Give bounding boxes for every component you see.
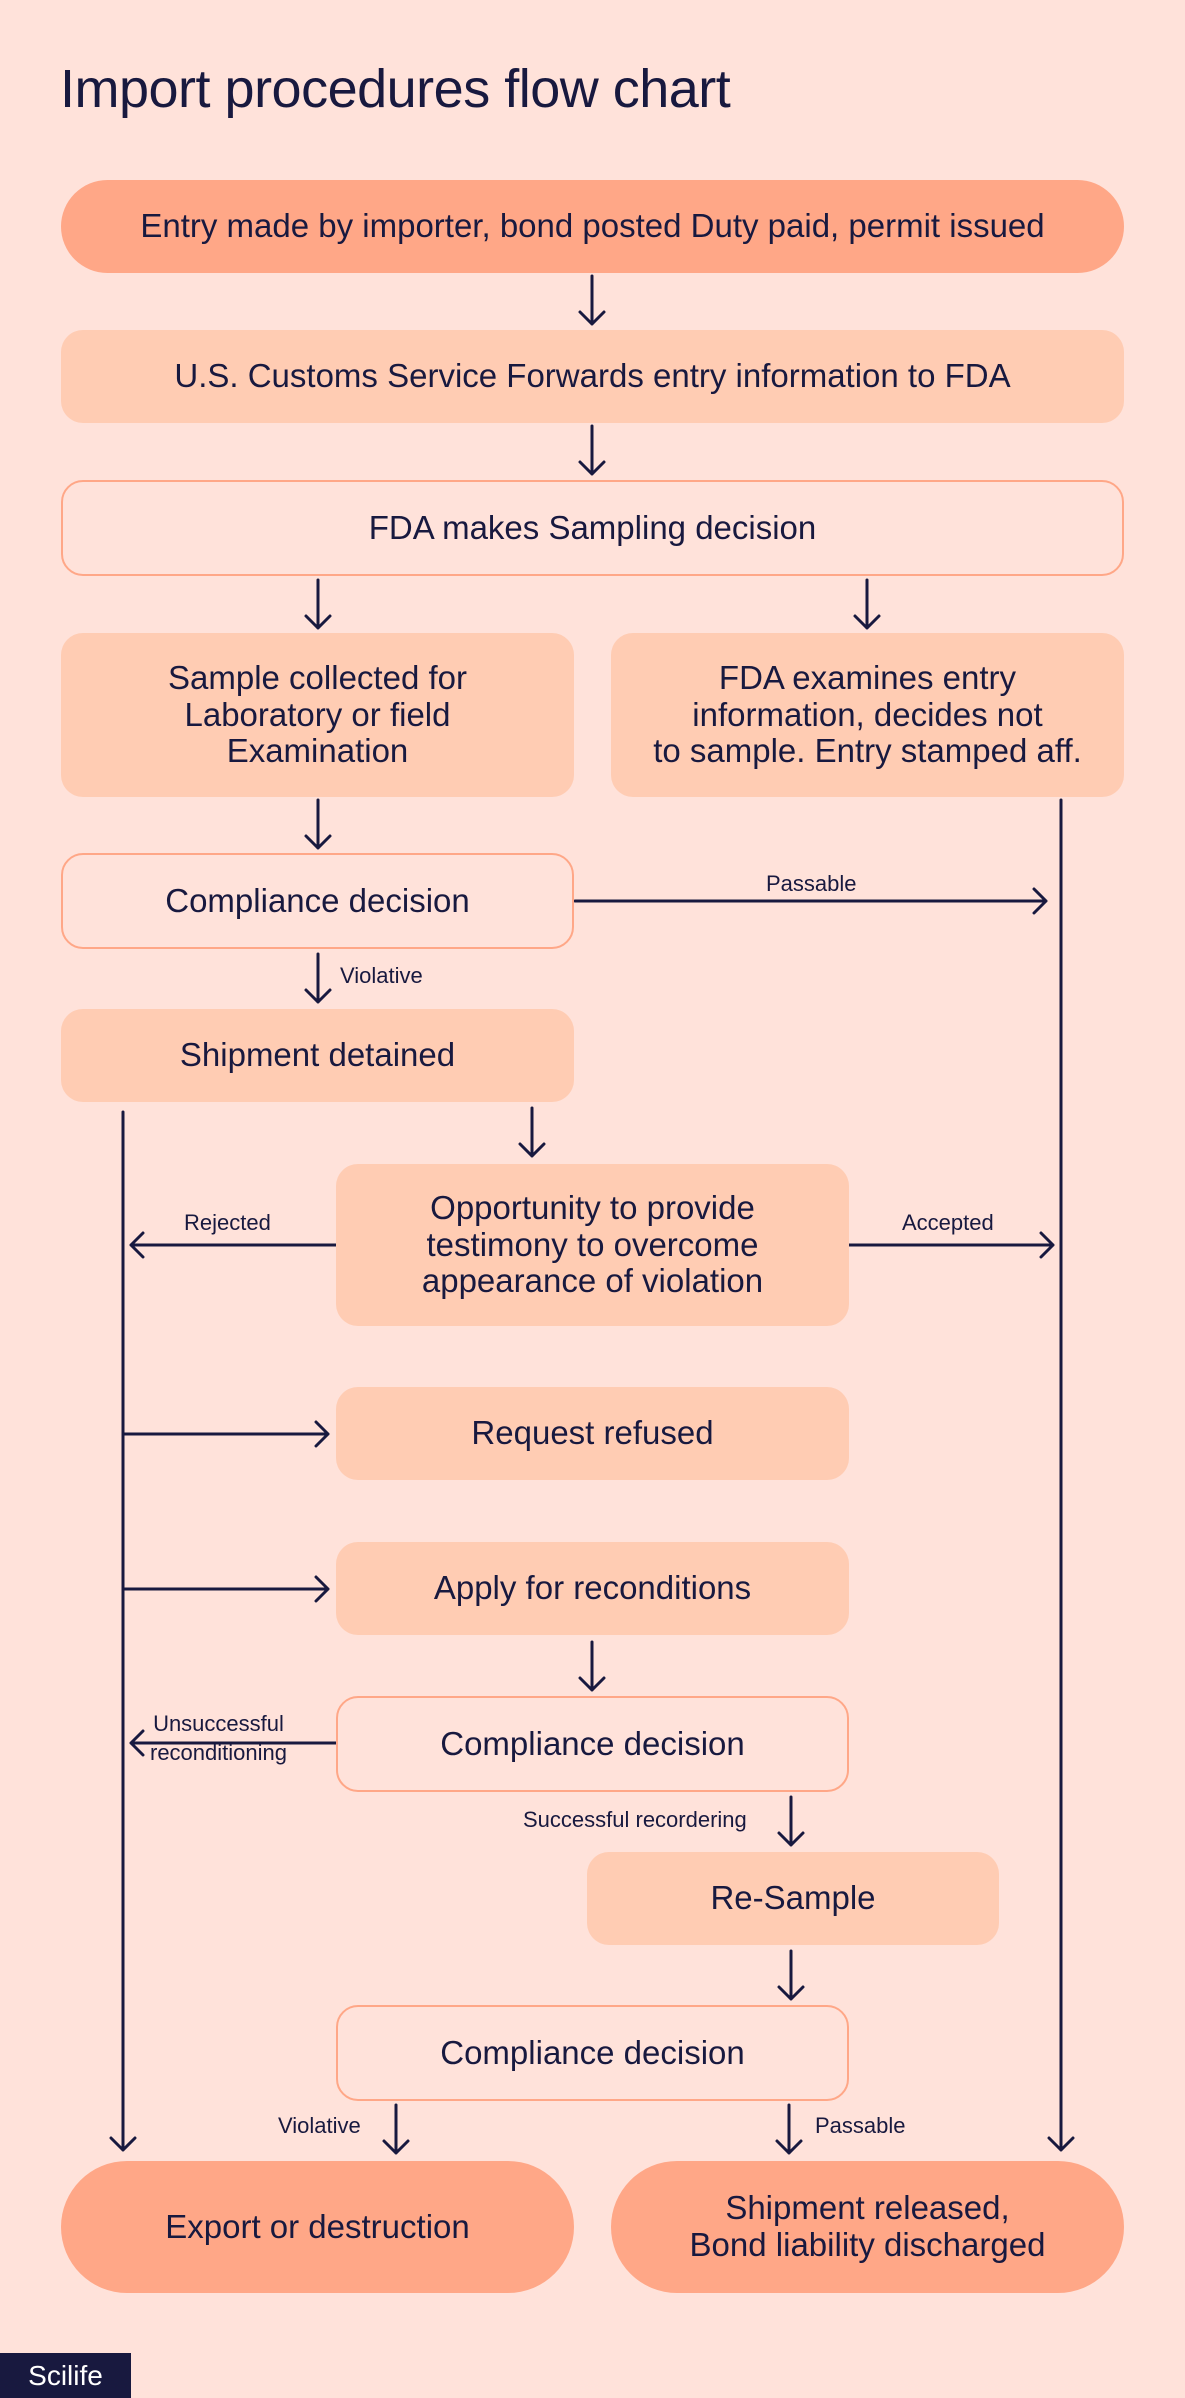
node-request-refused-label: Request refused bbox=[471, 1414, 714, 1452]
node-compliance-2-label: Compliance decision bbox=[440, 1724, 745, 1762]
node-fda-examines-label: FDA examines entry information, decides … bbox=[653, 658, 1082, 770]
node-compliance-3-label: Compliance decision bbox=[440, 2033, 745, 2071]
arrow-sampling-examine bbox=[853, 578, 881, 630]
arrow-sampling-sample bbox=[304, 578, 332, 630]
edge-label-unsuccessful: Unsuccessful reconditioning bbox=[150, 1711, 287, 1765]
edge-label-violative-1: Violative bbox=[340, 963, 423, 988]
arrow-passable-1 bbox=[573, 887, 1048, 915]
arrow-apply-compliance2 bbox=[578, 1640, 606, 1692]
node-sampling-decision-label: FDA makes Sampling decision bbox=[368, 508, 817, 546]
node-customs-label: U.S. Customs Service Forwards entry info… bbox=[174, 357, 1011, 395]
node-resample-label: Re-Sample bbox=[710, 1879, 876, 1917]
brand-logo: Scilife bbox=[0, 2353, 131, 2398]
arrow-violative-1 bbox=[304, 952, 332, 1004]
node-sampling-decision: FDA makes Sampling decision bbox=[61, 480, 1124, 576]
edge-label-successful: Successful recordering bbox=[523, 1807, 747, 1832]
edge-label-violative-2: Violative bbox=[278, 2113, 361, 2138]
brand-logo-text: Scilife bbox=[28, 2359, 103, 2391]
node-shipment-detained-label: Shipment detained bbox=[179, 1036, 456, 1074]
node-export-destruction-label: Export or destruction bbox=[165, 2207, 470, 2245]
node-fda-examines: FDA examines entry information, decides … bbox=[611, 633, 1124, 797]
page-title: Import procedures flow chart bbox=[60, 59, 731, 119]
arrow-sample-compliance1 bbox=[304, 798, 332, 850]
node-entry: Entry made by importer, bond posted Duty… bbox=[61, 180, 1124, 273]
node-entry-label: Entry made by importer, bond posted Duty… bbox=[140, 207, 1045, 245]
node-apply-reconditions-label: Apply for reconditions bbox=[433, 1569, 752, 1607]
node-compliance-2: Compliance decision bbox=[336, 1696, 849, 1792]
arrow-entry-customs bbox=[578, 274, 606, 326]
arrow-unsuccessful bbox=[129, 1729, 338, 1757]
node-export-destruction: Export or destruction bbox=[61, 2161, 574, 2293]
edge-label-passable-2: Passable bbox=[815, 2113, 906, 2138]
node-shipment-detained: Shipment detained bbox=[61, 1009, 574, 1102]
arrow-to-apply bbox=[121, 1575, 330, 1603]
node-request-refused: Request refused bbox=[336, 1387, 849, 1480]
node-resample: Re-Sample bbox=[587, 1852, 999, 1945]
arrow-accepted bbox=[847, 1231, 1055, 1259]
edge-label-rejected: Rejected bbox=[184, 1210, 271, 1235]
edge-label-passable-1: Passable bbox=[766, 871, 857, 896]
arrow-customs-sampling bbox=[578, 424, 606, 476]
node-apply-reconditions: Apply for reconditions bbox=[336, 1542, 849, 1635]
line-left-vertical bbox=[109, 1110, 137, 2152]
node-customs: U.S. Customs Service Forwards entry info… bbox=[61, 330, 1124, 423]
node-compliance-3: Compliance decision bbox=[336, 2005, 849, 2101]
node-shipment-released: Shipment released, Bond liability discha… bbox=[611, 2161, 1124, 2293]
arrow-violative-2 bbox=[382, 2103, 410, 2155]
arrow-resample-compliance3 bbox=[777, 1949, 805, 2001]
node-opportunity: Opportunity to provide testimony to over… bbox=[336, 1164, 849, 1326]
node-shipment-released-label: Shipment released, Bond liability discha… bbox=[689, 2189, 1046, 2263]
node-compliance-1-label: Compliance decision bbox=[165, 881, 470, 919]
arrow-successful bbox=[777, 1795, 805, 1847]
arrow-passable-2 bbox=[775, 2103, 803, 2155]
arrow-to-refused bbox=[121, 1420, 330, 1448]
node-opportunity-label: Opportunity to provide testimony to over… bbox=[421, 1188, 764, 1300]
line-right-vertical bbox=[1047, 798, 1075, 2152]
arrow-detained-opportunity bbox=[518, 1106, 546, 1158]
arrow-rejected bbox=[129, 1231, 338, 1259]
node-sample-collected: Sample collected for Laboratory or field… bbox=[61, 633, 574, 797]
edge-label-accepted: Accepted bbox=[902, 1210, 994, 1235]
node-sample-collected-label: Sample collected for Laboratory or field… bbox=[168, 658, 467, 770]
node-compliance-1: Compliance decision bbox=[61, 853, 574, 949]
